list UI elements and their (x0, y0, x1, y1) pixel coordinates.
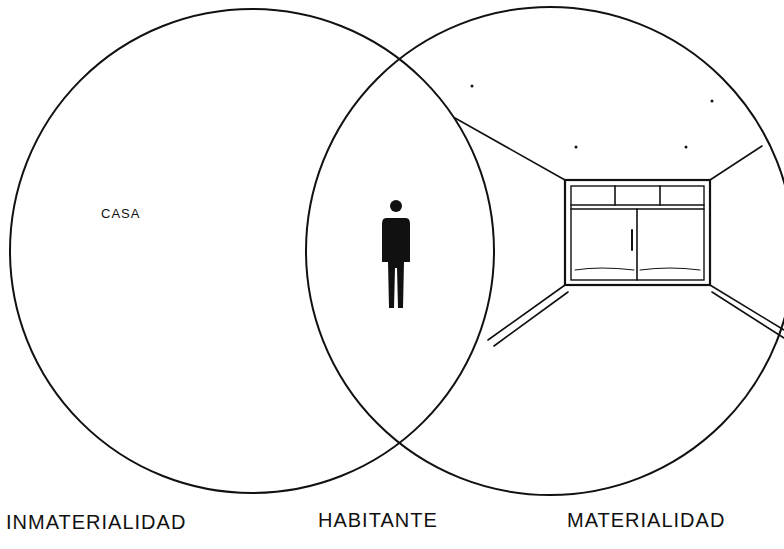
caption-label: HABITANTE (318, 509, 438, 532)
circle-line (306, 7, 784, 495)
circle-line (10, 9, 494, 493)
caption-label: INMATERIALIDAD (6, 511, 186, 534)
circle-outline (9, 8, 495, 494)
caption-label: MATERIALIDAD (567, 509, 725, 532)
circle-outline (305, 6, 784, 496)
material-circle: MATERIALIDAD (305, 6, 784, 496)
circle-label: CASA (101, 206, 140, 221)
immaterial-circle: CASAINMATERIALIDAD (9, 8, 495, 494)
